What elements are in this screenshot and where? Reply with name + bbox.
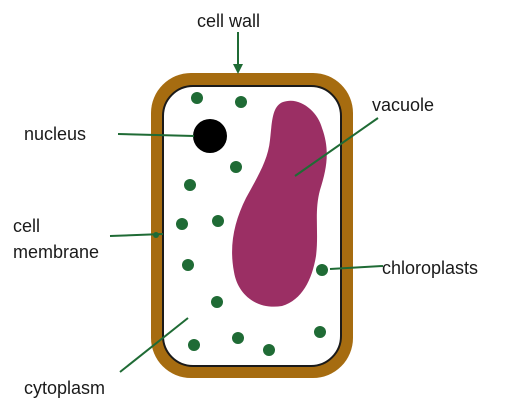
label-nucleus: nucleus (24, 124, 86, 144)
chloroplast (188, 339, 200, 351)
label-cell-membrane: cell membrane (13, 216, 99, 262)
chloroplast (184, 179, 196, 191)
chloroplast (316, 264, 328, 276)
chloroplast (211, 296, 223, 308)
label-chloroplasts: chloroplasts (382, 258, 478, 278)
cell-membrane-dot (153, 232, 159, 238)
chloroplast (235, 96, 247, 108)
chloroplast (191, 92, 203, 104)
label-vacuole: vacuole (372, 95, 434, 115)
label-cell-membrane-line1: cell (13, 216, 99, 236)
chloroplast (230, 161, 242, 173)
chloroplast (212, 215, 224, 227)
chloroplast (314, 326, 326, 338)
nucleus-shape (193, 119, 227, 153)
label-cytoplasm: cytoplasm (24, 378, 105, 398)
chloroplast (182, 259, 194, 271)
label-cell-wall: cell wall (197, 11, 260, 31)
cell-wall-arrowhead (233, 64, 243, 74)
chloroplast (232, 332, 244, 344)
label-cell-membrane-line2: membrane (13, 242, 99, 262)
chloroplast (176, 218, 188, 230)
chloroplast (263, 344, 275, 356)
